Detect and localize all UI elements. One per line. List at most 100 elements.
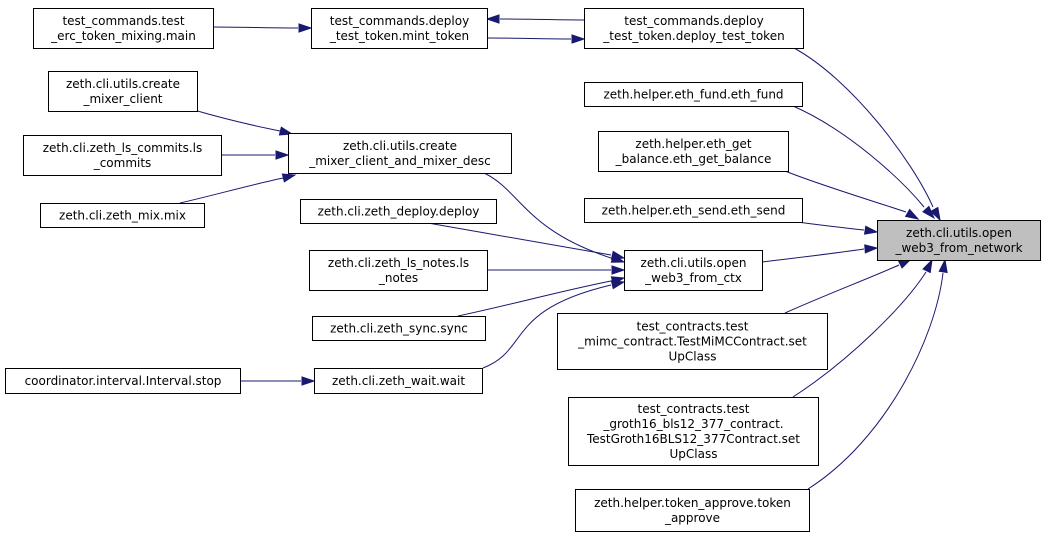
edge-mint_token-to-deploy_test_token [486, 34, 586, 44]
edge-ls_commits-to-create_mixer_client_and_mixer_desc [221, 150, 290, 160]
node-eth-fund[interactable]: zeth.helper.eth_fund.eth_fund [584, 82, 803, 107]
arrowhead [571, 34, 586, 44]
node-ls-notes[interactable]: zeth.cli.zeth_ls_notes.ls_notes [309, 250, 488, 291]
arrowhead [922, 258, 933, 274]
node-label: zeth.cli.zeth_deploy.deploy [318, 205, 480, 219]
arrowhead [281, 173, 297, 183]
edge-token_approve-to-target [807, 258, 948, 490]
node-label: _test_token.deploy_test_token [602, 29, 784, 43]
node-box[interactable] [40, 203, 205, 228]
edge-line [483, 172, 612, 259]
node-deploy-test-token[interactable]: test_commands.deploy_test_token.deploy_t… [584, 8, 804, 49]
node-label: zeth.cli.utils.open [906, 226, 1012, 240]
node-box[interactable] [309, 250, 488, 291]
node-label: zeth.helper.token_approve.token [594, 496, 791, 510]
node-box[interactable] [557, 313, 828, 370]
edge-line [807, 272, 944, 490]
arrowhead [611, 265, 626, 275]
node-label: _groth16_bls12_377_contract. [602, 417, 783, 431]
node-box[interactable] [877, 220, 1041, 261]
node-zeth-sync[interactable]: zeth.cli.zeth_sync.sync [312, 316, 486, 341]
node-mimc-setup[interactable]: test_contracts.test_mimc_contract.TestMi… [557, 313, 828, 370]
arrowhead [610, 250, 626, 260]
node-label: UpClass [669, 350, 717, 364]
arrowhead [610, 280, 626, 290]
node-box[interactable] [300, 199, 497, 224]
node-box[interactable] [312, 316, 486, 341]
node-box[interactable] [311, 8, 488, 49]
edges-layer [179, 14, 948, 490]
node-box[interactable] [624, 250, 763, 291]
edge-groth16_setup-to-target [792, 258, 933, 398]
node-label: zeth.cli.zeth_mix.mix [59, 209, 186, 223]
node-label: _web3_from_ctx [644, 271, 742, 285]
node-box[interactable] [33, 8, 214, 49]
arrowhead [922, 205, 936, 220]
edge-line [427, 222, 612, 256]
edge-interval_stop-to-zeth_wait [240, 376, 316, 386]
node-box[interactable] [584, 198, 803, 223]
edge-erc_token_mixing_main-to-mint_token [212, 23, 313, 33]
node-label: _commits [93, 156, 152, 170]
edge-eth_send-to-target [796, 221, 879, 235]
node-label: zeth.cli.zeth_ls_notes.ls [328, 256, 469, 270]
node-box[interactable] [584, 8, 804, 49]
arrowhead [863, 225, 879, 235]
node-target[interactable]: zeth.cli.utils.open_web3_from_network [877, 220, 1041, 261]
node-eth-get-balance[interactable]: zeth.helper.eth_get_balance.eth_get_bala… [598, 131, 789, 172]
node-open-web3-from-ctx[interactable]: zeth.cli.utils.open_web3_from_ctx [624, 250, 763, 291]
node-box[interactable] [48, 71, 198, 112]
node-mint-token[interactable]: test_commands.deploy_test_token.mint_tok… [311, 8, 488, 49]
node-box[interactable] [575, 489, 810, 532]
edge-line [761, 248, 865, 263]
node-erc-token-mixing-main[interactable]: test_commands.test_erc_token_mixing.main [33, 8, 214, 49]
node-box[interactable] [23, 135, 222, 176]
node-label: _mixer_client_and_mixer_desc [308, 154, 491, 168]
node-token-approve[interactable]: zeth.helper.token_approve.token_approve [575, 489, 810, 532]
node-box[interactable] [288, 133, 512, 174]
node-zeth-deploy[interactable]: zeth.cli.zeth_deploy.deploy [300, 199, 497, 224]
node-box[interactable] [5, 368, 241, 394]
node-groth16-setup[interactable]: test_contracts.test_groth16_bls12_377_co… [568, 397, 819, 466]
edge-eth_get_balance-to-target [784, 170, 920, 220]
node-label: zeth.cli.utils.create [343, 139, 457, 153]
node-label: _web3_from_network [894, 241, 1022, 255]
node-label: _test_token.mint_token [329, 29, 469, 43]
edge-ls_notes-to-open_web3_from_ctx [487, 265, 626, 275]
node-box[interactable] [314, 368, 483, 394]
edge-line [212, 26, 299, 29]
edge-line [457, 280, 612, 317]
edge-eth_fund-to-target [792, 105, 936, 220]
node-label: _balance.eth_get_balance [615, 152, 772, 166]
node-zeth-mix[interactable]: zeth.cli.zeth_mix.mix [40, 203, 205, 228]
node-create-mixer-client-and-mixer-desc[interactable]: zeth.cli.utils.create_mixer_client_and_m… [288, 133, 512, 174]
edge-zeth_deploy-to-open_web3_from_ctx [427, 222, 626, 260]
edge-line [784, 264, 900, 314]
arrowhead [929, 206, 941, 222]
edge-line [179, 177, 284, 204]
node-label: test_contracts.test [637, 320, 749, 334]
nodes-layer: zeth.cli.utils.open_web3_from_networktes… [5, 8, 1041, 532]
node-eth-send[interactable]: zeth.helper.eth_send.eth_send [584, 198, 803, 223]
node-label: coordinator.interval.Interval.stop [25, 374, 222, 388]
edge-line [482, 284, 612, 369]
node-interval-stop[interactable]: coordinator.interval.Interval.stop [5, 368, 241, 394]
node-label: zeth.cli.zeth_ls_commits.ls [43, 141, 202, 155]
node-label: zeth.helper.eth_fund.eth_fund [603, 88, 783, 102]
edge-open_web3_from_ctx-to-target [761, 244, 879, 263]
node-label: test_commands.test [62, 14, 184, 28]
arrowhead [938, 258, 948, 274]
node-create-mixer-client[interactable]: zeth.cli.utils.create_mixer_client [48, 71, 198, 112]
node-box[interactable] [598, 131, 789, 172]
node-ls-commits[interactable]: zeth.cli.zeth_ls_commits.ls_commits [23, 135, 222, 176]
node-zeth-wait[interactable]: zeth.cli.zeth_wait.wait [314, 368, 483, 394]
node-label: _mixer_client [82, 92, 162, 106]
edge-line [193, 109, 281, 132]
node-label: test_contracts.test [638, 402, 750, 416]
arrowhead [904, 208, 920, 220]
node-box[interactable] [568, 397, 819, 466]
node-box[interactable] [584, 82, 803, 107]
edge-mimc_setup-to-target [784, 258, 913, 314]
node-label: UpClass [670, 447, 718, 461]
